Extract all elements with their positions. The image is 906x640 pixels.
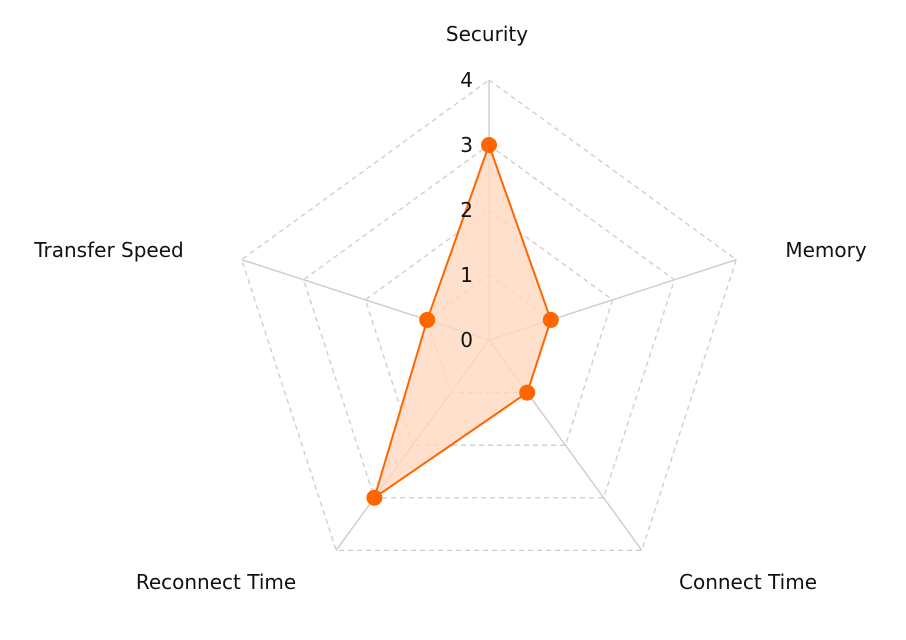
series-layer	[366, 137, 559, 506]
radial-tick-label-2: 2	[460, 198, 473, 222]
data-point-transfer-speed[interactable]	[419, 311, 436, 328]
radial-tick-label-4: 4	[460, 68, 473, 92]
axis-label-reconnect-time: Reconnect Time	[136, 570, 296, 594]
axis-label-transfer-speed: Transfer Speed	[33, 238, 183, 262]
data-point-security[interactable]	[481, 137, 497, 153]
radial-tick-label-3: 3	[460, 133, 473, 157]
radial-tick-label-1: 1	[460, 263, 473, 287]
data-point-memory[interactable]	[542, 311, 559, 328]
axis-label-connect-time: Connect Time	[679, 570, 817, 594]
tick-label-layer: 0 1 2 3 4	[460, 68, 473, 352]
radial-tick-label-0: 0	[460, 328, 473, 352]
grid-ring-3	[302, 144, 676, 499]
grid-ring-4	[240, 79, 738, 551]
data-point-reconnect-time[interactable]	[366, 489, 383, 506]
data-point-connect-time[interactable]	[519, 384, 536, 401]
axis-label-memory: Memory	[785, 238, 867, 262]
grid-ring-2	[364, 209, 614, 446]
series-area-0	[373, 144, 552, 499]
axis-label-security: Security	[446, 22, 528, 46]
